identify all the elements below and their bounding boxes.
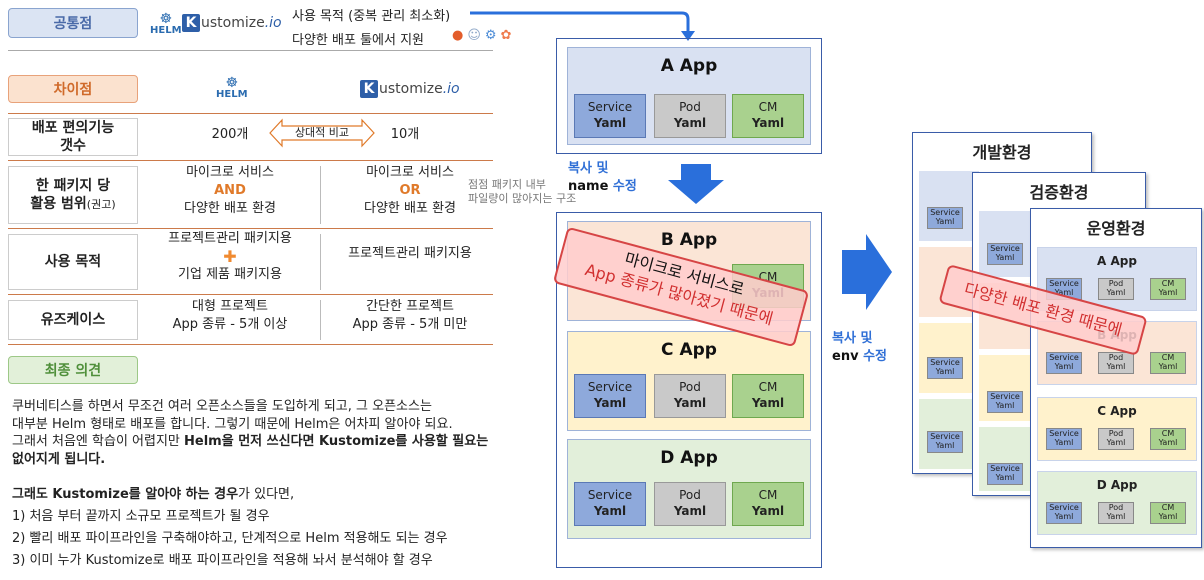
helm-feature-count: 200개 xyxy=(211,127,249,142)
copy-down-arrow xyxy=(668,164,724,204)
helm-logo-2: ☸ HELM xyxy=(216,75,248,100)
relative-compare-arrow xyxy=(269,118,375,148)
kustomize-purpose: 프로젝트관리 패키지용 xyxy=(348,246,472,261)
row-label-features: 배포 편의기능 갯수 xyxy=(8,118,138,156)
env-right-arrow xyxy=(842,234,892,310)
helm-scope: 마이크로 서비스 AND 다양한 배포 환경 xyxy=(184,165,276,217)
list-item: 1) 처음 부터 끝까지 소규모 프로젝트가 될 경우 xyxy=(12,509,270,525)
scope-note: 점점 패키지 내부 파일량이 많아지는 구조 xyxy=(468,178,577,206)
common-header: 공통점 xyxy=(8,8,138,38)
row-label-purpose: 사용 목적 xyxy=(8,234,138,290)
diff-header: 차이점 xyxy=(8,75,138,103)
gitlab-icon: ● xyxy=(452,28,464,43)
kustomize-usecase: 간단한 프로젝트 App 종류 - 5개 미만 xyxy=(352,299,468,333)
row-label-usecase: 유즈케이스 xyxy=(8,300,138,340)
tool-icons: ● ☺ ⚙ ✿ xyxy=(452,28,511,43)
copy-env-label: 복사 및 env 수정 xyxy=(832,331,887,364)
common-purpose-text: 사용 목적 (중복 관리 최소화) xyxy=(292,9,451,24)
final-paragraph-1: 쿠버네티스를 하면서 무조건 여러 오픈소스들을 도입하게 되고, 그 오픈소스… xyxy=(12,399,489,467)
kustomize-feature-count: 10개 xyxy=(390,127,420,142)
row-divider xyxy=(8,160,493,161)
helm-wheel-icon: ☸ xyxy=(225,75,239,91)
row-divider xyxy=(8,344,493,345)
col-divider xyxy=(320,166,321,224)
col-divider xyxy=(320,300,321,340)
list-item: 3) 이미 누가 Kustomize로 배포 파이프라인을 적용해 놔서 분석해… xyxy=(12,553,433,569)
common-tools-text: 다양한 배포 툴에서 지원 xyxy=(292,33,424,48)
helm-purpose: 프로젝트관리 패키지용 ✚ 기업 제품 패키지용 xyxy=(150,230,310,284)
row-divider xyxy=(8,113,493,114)
jenkins-icon: ☺ xyxy=(467,28,481,43)
helm-usecase: 대형 프로젝트 App 종류 - 5개 이상 xyxy=(172,299,288,333)
helm-logo: ☸ HELM xyxy=(150,11,182,36)
argo-icon: ✿ xyxy=(500,28,512,43)
row-label-scope: 한 패키지 당 활용 범위(권고) xyxy=(8,166,138,224)
kustomize-scope: 마이크로 서비스 OR 다양한 배포 환경 xyxy=(364,165,456,217)
divider xyxy=(8,50,493,51)
copy-name-label: 복사 및 name 수정 xyxy=(568,161,637,194)
row-divider xyxy=(8,228,493,229)
plus-icon: ✚ xyxy=(223,247,237,267)
common-arrow xyxy=(470,11,695,41)
tekton-icon: ⚙ xyxy=(484,28,497,43)
col-divider xyxy=(320,234,321,290)
helm-wheel-icon: ☸ xyxy=(159,11,173,27)
row-divider xyxy=(8,294,493,295)
final-header: 최종 의견 xyxy=(8,356,138,384)
final-paragraph-2: 그래도 Kustomize를 알아야 하는 경우가 있다면, 1) 처음 부터 … xyxy=(12,484,532,572)
list-item: 2) 빨리 배포 파이프라인을 구축해야하고, 단계적으로 Helm 적용해도 … xyxy=(12,531,448,547)
relative-compare-label: 상대적 비교 xyxy=(294,126,350,139)
